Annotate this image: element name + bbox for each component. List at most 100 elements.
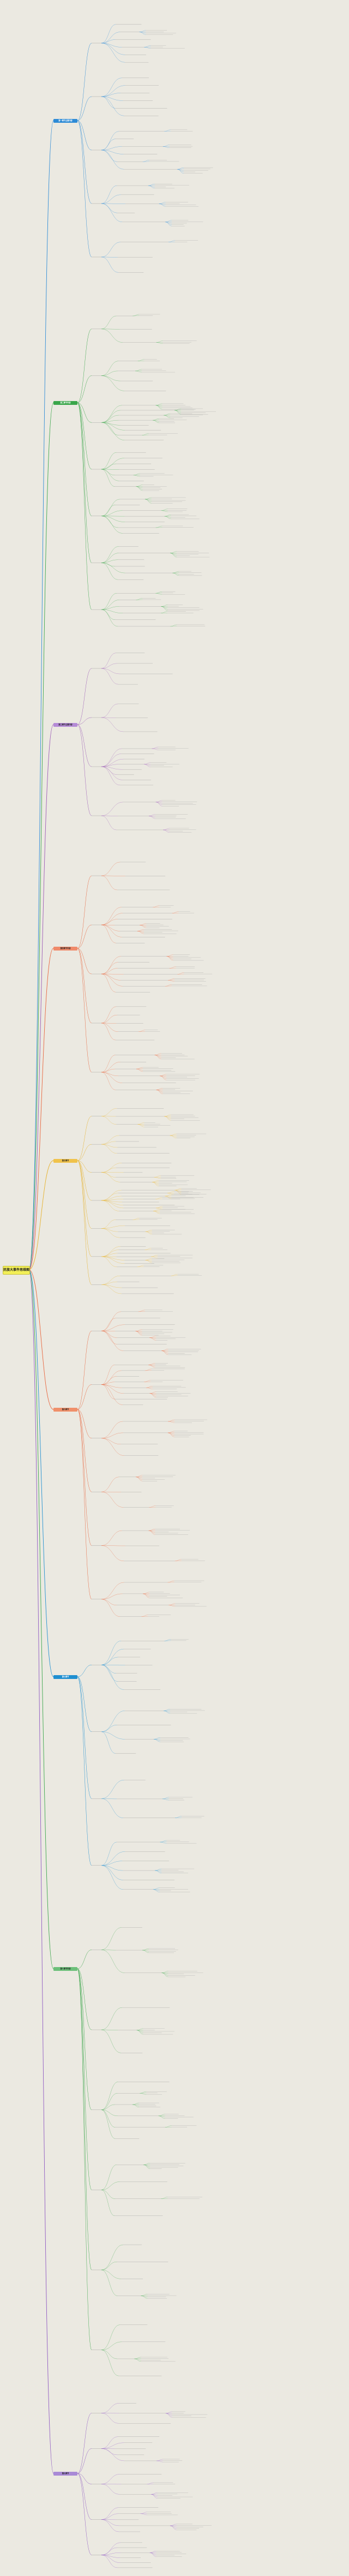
connector-line	[77, 1409, 92, 1546]
connector-line	[151, 1256, 158, 1258]
connector-line	[156, 1090, 163, 1094]
connector-line	[158, 2115, 165, 2119]
connector-line	[157, 2460, 164, 2463]
connector-line	[101, 1731, 125, 1740]
connector-line	[101, 2519, 119, 2532]
connector-line	[140, 925, 147, 928]
connector-line	[77, 875, 92, 949]
connector-line	[155, 802, 163, 806]
connector-line	[101, 146, 122, 151]
connector-line	[101, 203, 123, 222]
connector-line	[101, 1593, 123, 1599]
connector-line	[77, 2448, 92, 2474]
connector-line	[149, 2553, 157, 2557]
connector-line	[170, 553, 177, 558]
category-node-3[interactable]: 第三章节主要内容	[53, 723, 77, 727]
connector-line	[101, 315, 117, 330]
connector-line	[101, 2324, 120, 2350]
connector-line	[101, 1711, 125, 1732]
connector-line	[101, 815, 117, 830]
connector-line	[77, 1968, 92, 2350]
connector-line	[77, 402, 92, 516]
connector-line	[101, 203, 118, 213]
connector-line	[140, 2513, 147, 2515]
connector-line	[101, 1200, 123, 1205]
category-node-1[interactable]: 第一章节主要内容	[53, 119, 77, 123]
connector-line	[101, 1599, 117, 1605]
connector-line	[134, 2358, 141, 2362]
connector-line	[163, 146, 170, 148]
connector-line	[161, 510, 168, 512]
connector-line	[172, 572, 179, 576]
connector-line	[135, 1331, 142, 1334]
connector-line	[77, 1160, 92, 1173]
connector-line	[165, 222, 172, 226]
connector-line	[164, 1711, 171, 1714]
connector-line	[101, 924, 120, 931]
connector-line	[101, 2181, 120, 2190]
connector-line	[77, 1676, 92, 1866]
connector-line	[77, 2473, 92, 2520]
connector-line	[139, 32, 146, 35]
category-node-7[interactable]: 第七章节	[53, 1675, 77, 1679]
connector-line	[101, 609, 123, 613]
connector-line	[101, 43, 122, 47]
connector-line	[148, 186, 155, 189]
connector-line	[101, 24, 116, 44]
connector-line	[28, 1269, 54, 1969]
root-node[interactable]: 民族大事件思维图	[3, 1266, 30, 1275]
connector-line	[101, 924, 116, 943]
category-node-5[interactable]: 第五章节	[53, 1159, 77, 1163]
connector-line	[101, 956, 121, 975]
category-node-6[interactable]: 第六章节	[53, 1408, 77, 1412]
connector-line	[101, 2555, 120, 2558]
connector-line	[77, 2473, 92, 2484]
connector-line	[101, 1665, 117, 1673]
connector-line	[101, 242, 121, 258]
connector-line	[177, 169, 184, 172]
connector-line	[101, 1421, 123, 1438]
connector-line	[101, 1492, 124, 1508]
category-node-2[interactable]: 第二章节内容	[53, 401, 77, 405]
connector-line	[101, 546, 119, 563]
connector-line	[101, 2029, 121, 2053]
connector-line	[28, 1269, 54, 1410]
connector-line	[161, 1350, 169, 1354]
connector-line	[101, 150, 118, 162]
connector-line	[101, 2341, 122, 2350]
connector-line	[101, 1284, 122, 1288]
connector-line	[101, 516, 125, 522]
connector-line	[101, 85, 125, 97]
connector-line	[101, 653, 116, 669]
connector-line	[77, 1330, 92, 1410]
connector-line	[101, 405, 122, 423]
category-node-9[interactable]: 第九章节	[53, 2472, 77, 2476]
connector-line	[101, 1167, 116, 1173]
connector-line	[136, 2030, 143, 2035]
connector-line	[101, 452, 117, 470]
connector-line	[136, 1068, 143, 1072]
connector-line	[165, 2413, 172, 2418]
connector-line	[101, 2082, 118, 2110]
connector-line	[101, 361, 119, 376]
connector-line	[101, 2093, 118, 2110]
category-node-4[interactable]: 第四章节内容	[53, 947, 77, 951]
connector-line	[154, 1055, 161, 1060]
connector-line	[77, 1160, 92, 1285]
connector-line	[170, 1135, 177, 1138]
category-node-8[interactable]: 第八章节内容	[53, 1967, 77, 1971]
connector-line	[145, 1232, 152, 1235]
connector-line	[77, 1144, 92, 1161]
connector-line	[77, 402, 92, 563]
connector-line	[77, 724, 92, 816]
connector-line	[101, 2109, 116, 2127]
connector-line	[101, 1865, 124, 1890]
connector-line	[28, 1269, 54, 2474]
connector-line	[165, 222, 172, 225]
connector-line	[140, 2093, 147, 2095]
connector-line	[164, 415, 171, 418]
connector-line	[101, 962, 118, 975]
connector-line	[101, 2269, 118, 2296]
connector-line	[136, 1477, 143, 1481]
connector-line	[154, 1739, 161, 1742]
